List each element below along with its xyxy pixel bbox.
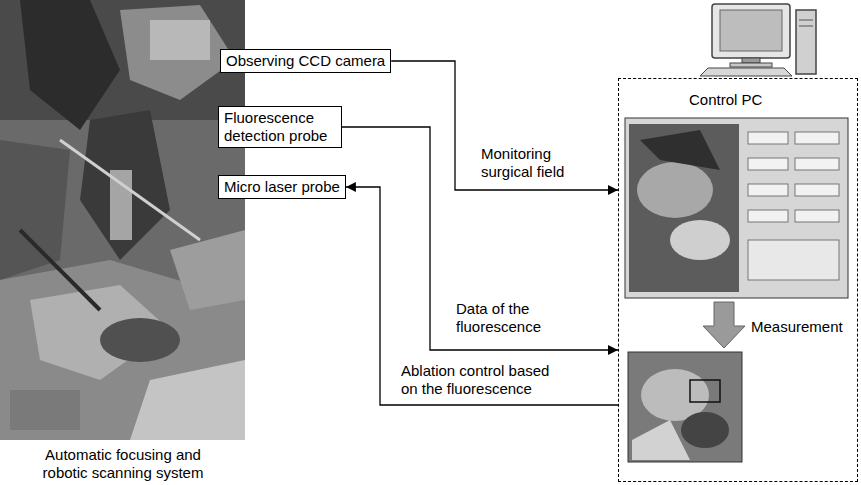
screenshot-frame [628,352,742,462]
drape-fold [130,360,245,440]
measurement-arrow [703,302,745,348]
equipment [120,5,235,100]
pc-tower [796,10,816,74]
photo-shape [10,390,80,430]
photo-shape [170,230,245,310]
ui-button [748,132,788,144]
drive-slot [799,26,813,27]
drive-slot [799,20,813,21]
probe-body [110,170,132,240]
label-text: Micro laser probe [224,178,340,196]
surgical-field [100,318,180,362]
ui-button [748,158,788,170]
part-label: Micro laser probe [218,175,346,199]
edge-label: Data of the fluorescence [455,300,577,336]
monitor-screenshot [625,118,848,298]
photo-panel: Automatic focusing and robotic scanning … [0,0,245,440]
screenshot-frame [625,118,848,298]
step-label: Measurement [750,318,844,336]
flow-arrow [391,61,618,190]
ui-button [795,210,839,222]
ui-button [795,132,839,144]
tissue [670,220,730,260]
cable [20,230,100,310]
fluorescence-screenshot [628,352,742,462]
photo-shape [0,140,70,280]
ui-area [748,240,839,280]
tissue [632,420,690,460]
equipment-panel [150,20,210,60]
ui-button [795,184,839,196]
monitor-base [730,63,772,67]
flow-arrow [342,127,618,350]
keyboard [700,68,792,76]
caption-text: Automatic focusing and robotic scanning … [28,446,218,482]
control-pc-panel: Control PC [618,78,858,482]
label-text: Fluorescence detection probe [224,109,336,145]
part-label: Fluorescence detection probe [218,106,342,148]
ui-button [748,210,788,222]
caption-text: Control PC [689,91,762,109]
ui-button [748,184,788,196]
robot-arm [20,0,120,130]
tissue [637,162,713,218]
edge-label: Ablation control based on the fluorescen… [400,362,562,398]
tumor-region [681,412,729,448]
edge-label: Monitoring surgical field [480,145,602,181]
photo-ground [0,0,245,440]
label-text: Observing CCD camera [226,52,385,70]
part-label: Observing CCD camera [220,49,391,73]
ui-button [795,158,839,170]
monitor-screen [720,10,782,51]
instrument [640,130,720,170]
computer-icon [700,4,816,76]
system-photo [0,0,245,440]
surgical-image [629,124,739,292]
monitor [712,4,790,58]
flow-arrow [346,187,618,405]
cable [60,140,200,240]
monitor-stand [742,58,760,63]
scan-area [690,380,720,402]
